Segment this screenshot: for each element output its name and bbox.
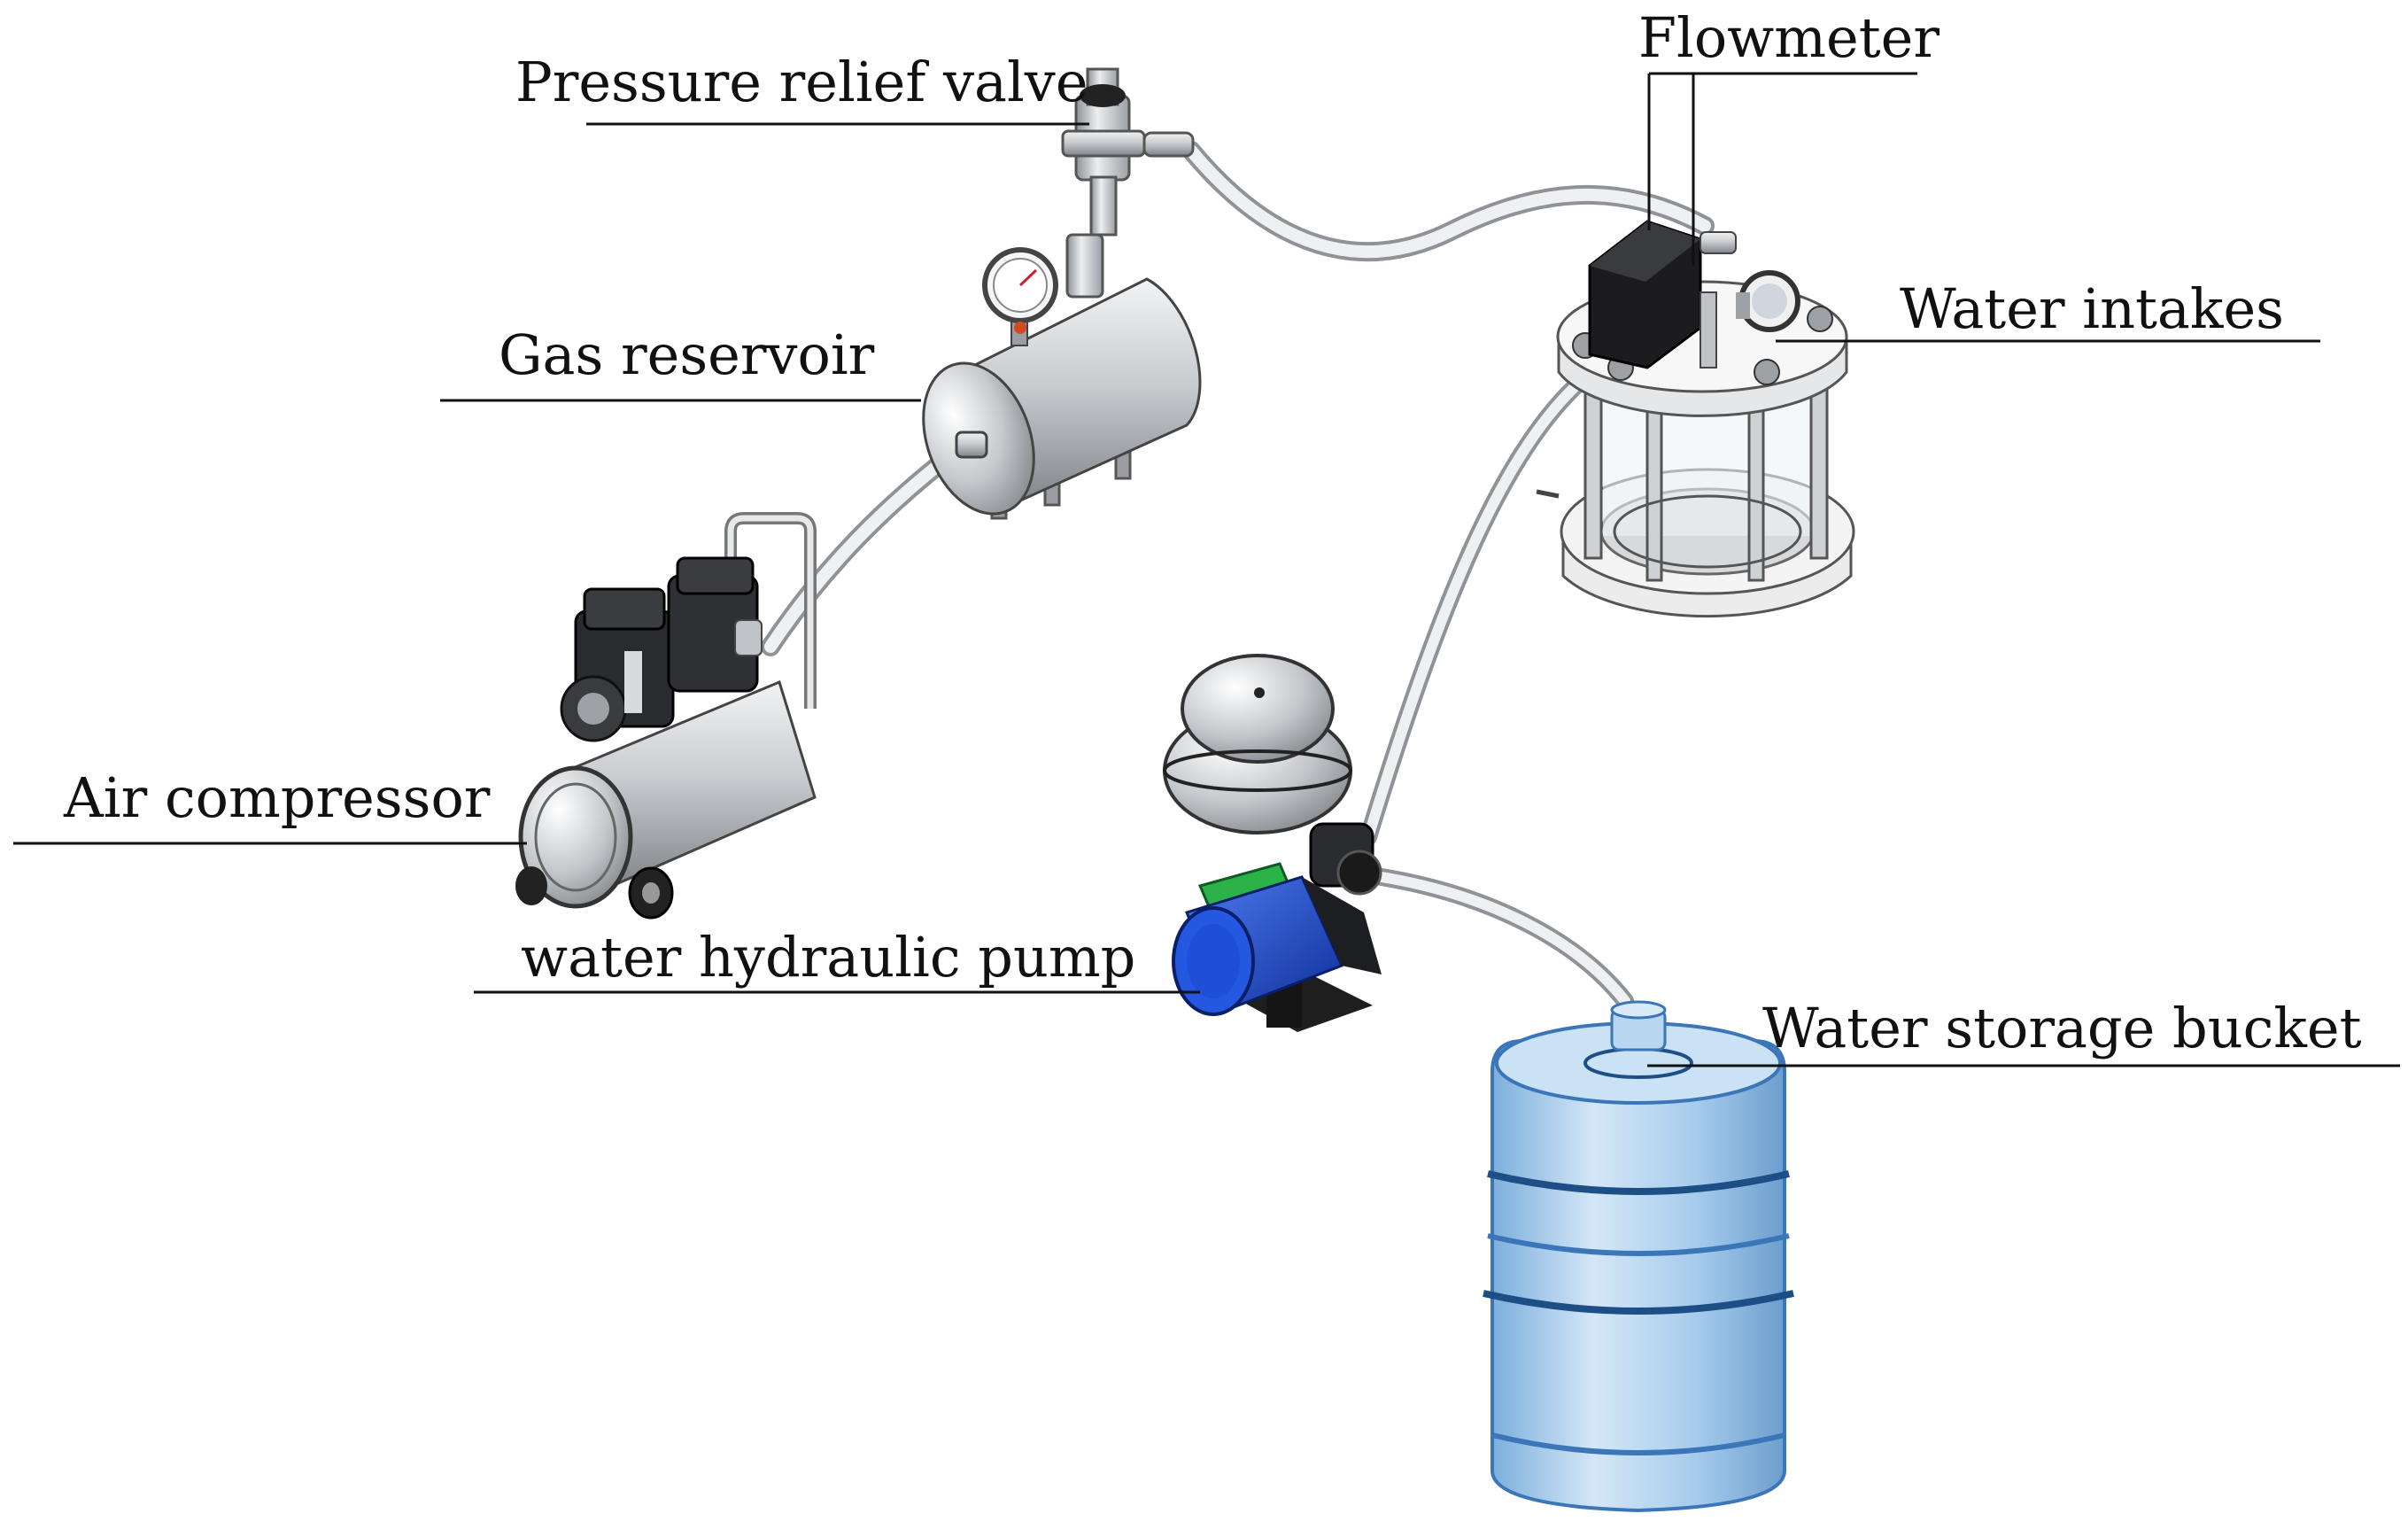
hose-intakes-to-pump: [1359, 376, 1585, 846]
gas-reservoir: [922, 247, 1202, 520]
hose-pump-to-bucket: [1373, 868, 1634, 1010]
label-flowmeter: Flowmeter: [1638, 5, 1940, 70]
label-water-storage-bucket: Water storage bucket: [1762, 996, 2362, 1060]
label-pressure-relief-valve: Pressure relief valve: [515, 50, 1088, 114]
air-compressor: [515, 512, 817, 920]
label-water-hydraulic-pump: water hydraulic pump: [521, 925, 1136, 990]
water-storage-bucket: [1483, 1000, 1794, 1513]
hoses: [761, 141, 1715, 1010]
hose-valve-to-flowmeter: [1181, 141, 1715, 262]
pressure-relief-valve: [1061, 67, 1195, 299]
label-air-compressor: Air compressor: [64, 765, 491, 830]
label-gas-reservoir: Gas reservoir: [499, 322, 875, 387]
water-hydraulic-pump: [1163, 654, 1382, 1032]
water-intakes-chamber: [1536, 220, 1855, 618]
label-water-intakes: Water intakes: [1900, 276, 2284, 341]
leader-lines: [13, 72, 2400, 1067]
hose-compressor-to-reservoir: [761, 438, 971, 656]
